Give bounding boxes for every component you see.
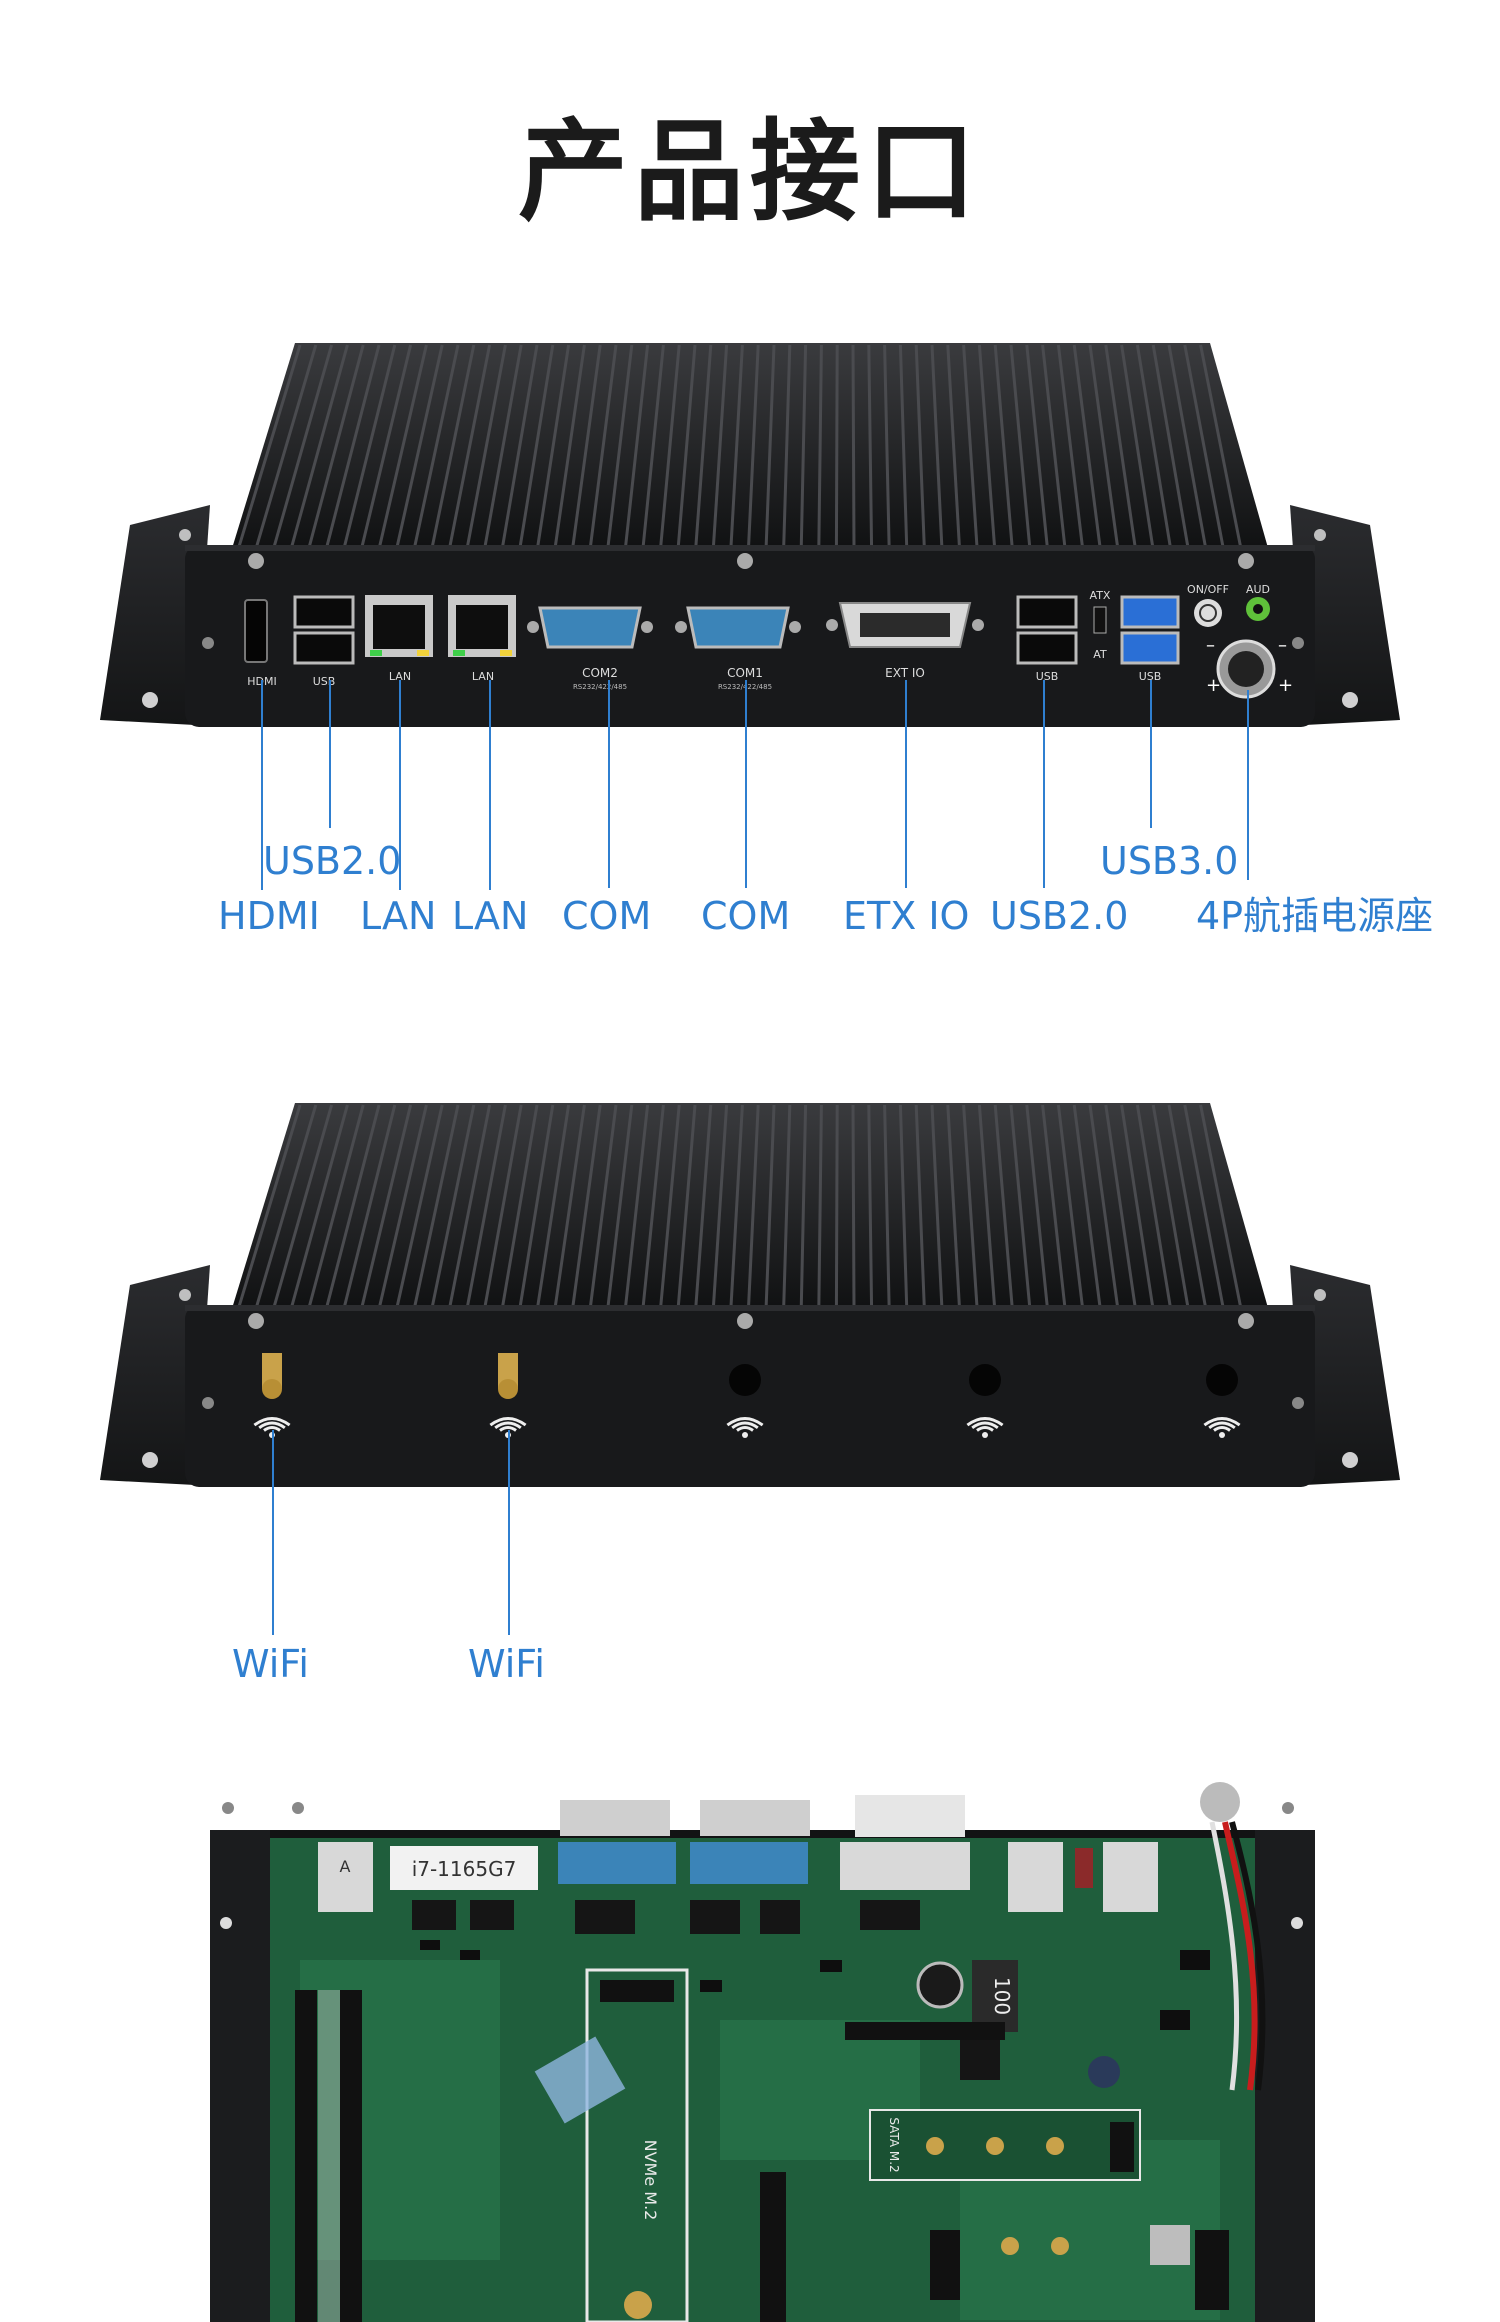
svg-text:+: + [1206, 675, 1221, 696]
port-label-extio: EXT IO [885, 666, 925, 680]
inductor-label: 100 [990, 1977, 1014, 2015]
switch-label-atx: ATX [1090, 589, 1111, 602]
callout-lan1: LAN [360, 894, 437, 938]
port-label-usb3: USB [1139, 670, 1162, 683]
port-label-com2-mode: RS232/422/485 [573, 683, 627, 691]
sata-label: SATA M.2 [887, 2117, 901, 2172]
svg-text:+: + [1278, 675, 1293, 696]
cpu-label: i7-1165G7 [412, 1857, 517, 1881]
back-panel-image [100, 1103, 1400, 1487]
callout-usb30: USB3.0 [1100, 839, 1239, 883]
button-label-onoff: ON/OFF [1187, 583, 1229, 596]
port-label-com2: COM2 [582, 666, 618, 680]
callout-line-etxio [905, 680, 907, 888]
callout-line-wifi1 [272, 1430, 274, 1635]
callout-line-usb20-left [329, 680, 331, 828]
callout-line-com2 [745, 680, 747, 888]
svg-text:–: – [1206, 635, 1215, 656]
callout-etxio: ETX IO [843, 894, 970, 938]
callout-usb20-left: USB2.0 [263, 839, 402, 883]
callout-usb20-right: USB2.0 [990, 894, 1129, 938]
callout-line-hdmi [261, 680, 263, 890]
svg-text:A: A [340, 1857, 351, 1876]
nvme-label: NVMe M.2 [641, 2140, 660, 2221]
port-label-usb-left: USB [313, 675, 336, 688]
callout-hdmi: HDMI [218, 894, 320, 938]
callout-com2: COM [701, 894, 791, 938]
front-panel-image: HDMI USB LAN LAN COM2 RS232/422/485 COM1… [100, 343, 1400, 727]
port-label-lan1: LAN [389, 670, 411, 683]
jack-label-aud: AUD [1246, 583, 1270, 596]
port-label-usb-right: USB [1036, 670, 1059, 683]
port-label-com1: COM1 [727, 666, 763, 680]
callout-power-connector: 4P航插电源座 [1196, 894, 1434, 938]
port-label-lan2: LAN [472, 670, 494, 683]
callout-line-power [1247, 690, 1249, 880]
svg-text:–: – [1278, 635, 1287, 656]
page-title: 产品接口 [518, 108, 982, 236]
switch-label-at: AT [1093, 648, 1107, 661]
callout-line-lan1 [399, 680, 401, 890]
callout-line-wifi2 [508, 1430, 510, 1635]
callout-line-usb30 [1150, 680, 1152, 828]
callout-line-lan2 [489, 680, 491, 890]
callout-com1: COM [562, 894, 652, 938]
callout-line-com1 [608, 680, 610, 888]
callout-line-usb20-right [1043, 680, 1045, 888]
callout-wifi2: WiFi [468, 1642, 545, 1686]
mainboard-image: A i7-1165G7 NVMe M.2 100 SATA M.2 [210, 1782, 1315, 2322]
callout-lan2: LAN [452, 894, 529, 938]
callout-wifi1: WiFi [232, 1642, 309, 1686]
